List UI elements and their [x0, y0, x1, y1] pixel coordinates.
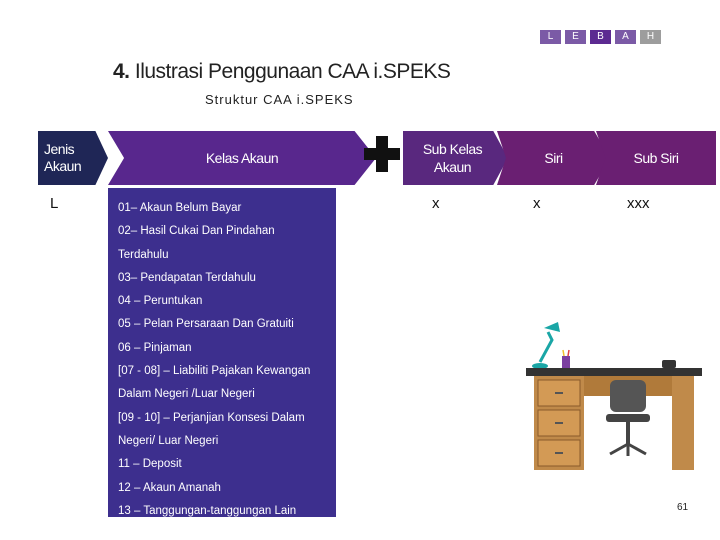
list-item: [07 - 08] – Liabiliti Pajakan Kewangan [118, 365, 311, 378]
header-jenis-akaun: Jenis Akaun [38, 131, 108, 185]
desk-lamp-icon [532, 322, 560, 369]
list-item: Dalam Negeri /Luar Negeri [118, 388, 255, 401]
list-item: 12 – Akaun Amanah [118, 481, 221, 494]
list-item: 02– Hasil Cukai Dan Pindahan [118, 225, 275, 238]
list-item: 13 – Tanggungan-tanggungan Lain [118, 504, 297, 517]
list-item: Terdahulu [118, 248, 169, 261]
value-jenis-akaun: L [50, 195, 59, 212]
nav-tab-e[interactable]: E [565, 30, 586, 44]
list-item: 04 – Peruntukan [118, 295, 203, 308]
value-siri: x [533, 195, 541, 212]
list-item: 03– Pendapatan Terdahulu [118, 271, 256, 284]
slide-title-text: Ilustrasi Penggunaan CAA i.SPEKS [134, 60, 451, 83]
slide-title-number: 4. [113, 60, 130, 83]
nav-tab-l[interactable]: L [540, 30, 561, 44]
page-number: 61 [677, 502, 689, 513]
header-siri: Siri [497, 131, 610, 185]
list-item: [09 - 10] – Perjanjian Konsesi Dalam [118, 411, 305, 424]
nav-tabs: L E B A H [540, 30, 661, 44]
header-sub-siri: Sub Siri [596, 131, 716, 185]
kelas-akaun-list: 01– Akaun Belum Bayar 02– Hasil Cukai Da… [108, 188, 336, 517]
nav-tab-b[interactable]: B [590, 30, 611, 44]
list-item: 06 – Pinjaman [118, 341, 192, 354]
value-sub-siri: xxx [627, 195, 650, 212]
header-kelas-akaun: Kelas Akaun [108, 131, 376, 185]
desk-illustration [526, 322, 702, 470]
header-sub-kelas-akaun: Sub Kelas Akaun [403, 131, 508, 185]
value-sub-kelas-akaun: x [432, 195, 440, 212]
office-chair-icon [606, 380, 650, 456]
list-item: 01– Akaun Belum Bayar [118, 202, 242, 214]
slide-title: 4. Ilustrasi Penggunaan CAA i.SPEKS [113, 60, 451, 84]
nav-tab-a[interactable]: A [615, 30, 636, 44]
list-item: 11 – Deposit [118, 458, 182, 471]
plus-icon [364, 136, 400, 172]
list-item: Negeri/ Luar Negeri [118, 434, 219, 447]
list-item: 05 – Pelan Persaraan Dan Gratuiti [118, 318, 294, 331]
nav-tab-h[interactable]: H [640, 30, 661, 44]
slide-subtitle: Struktur CAA i.SPEKS [205, 92, 354, 107]
